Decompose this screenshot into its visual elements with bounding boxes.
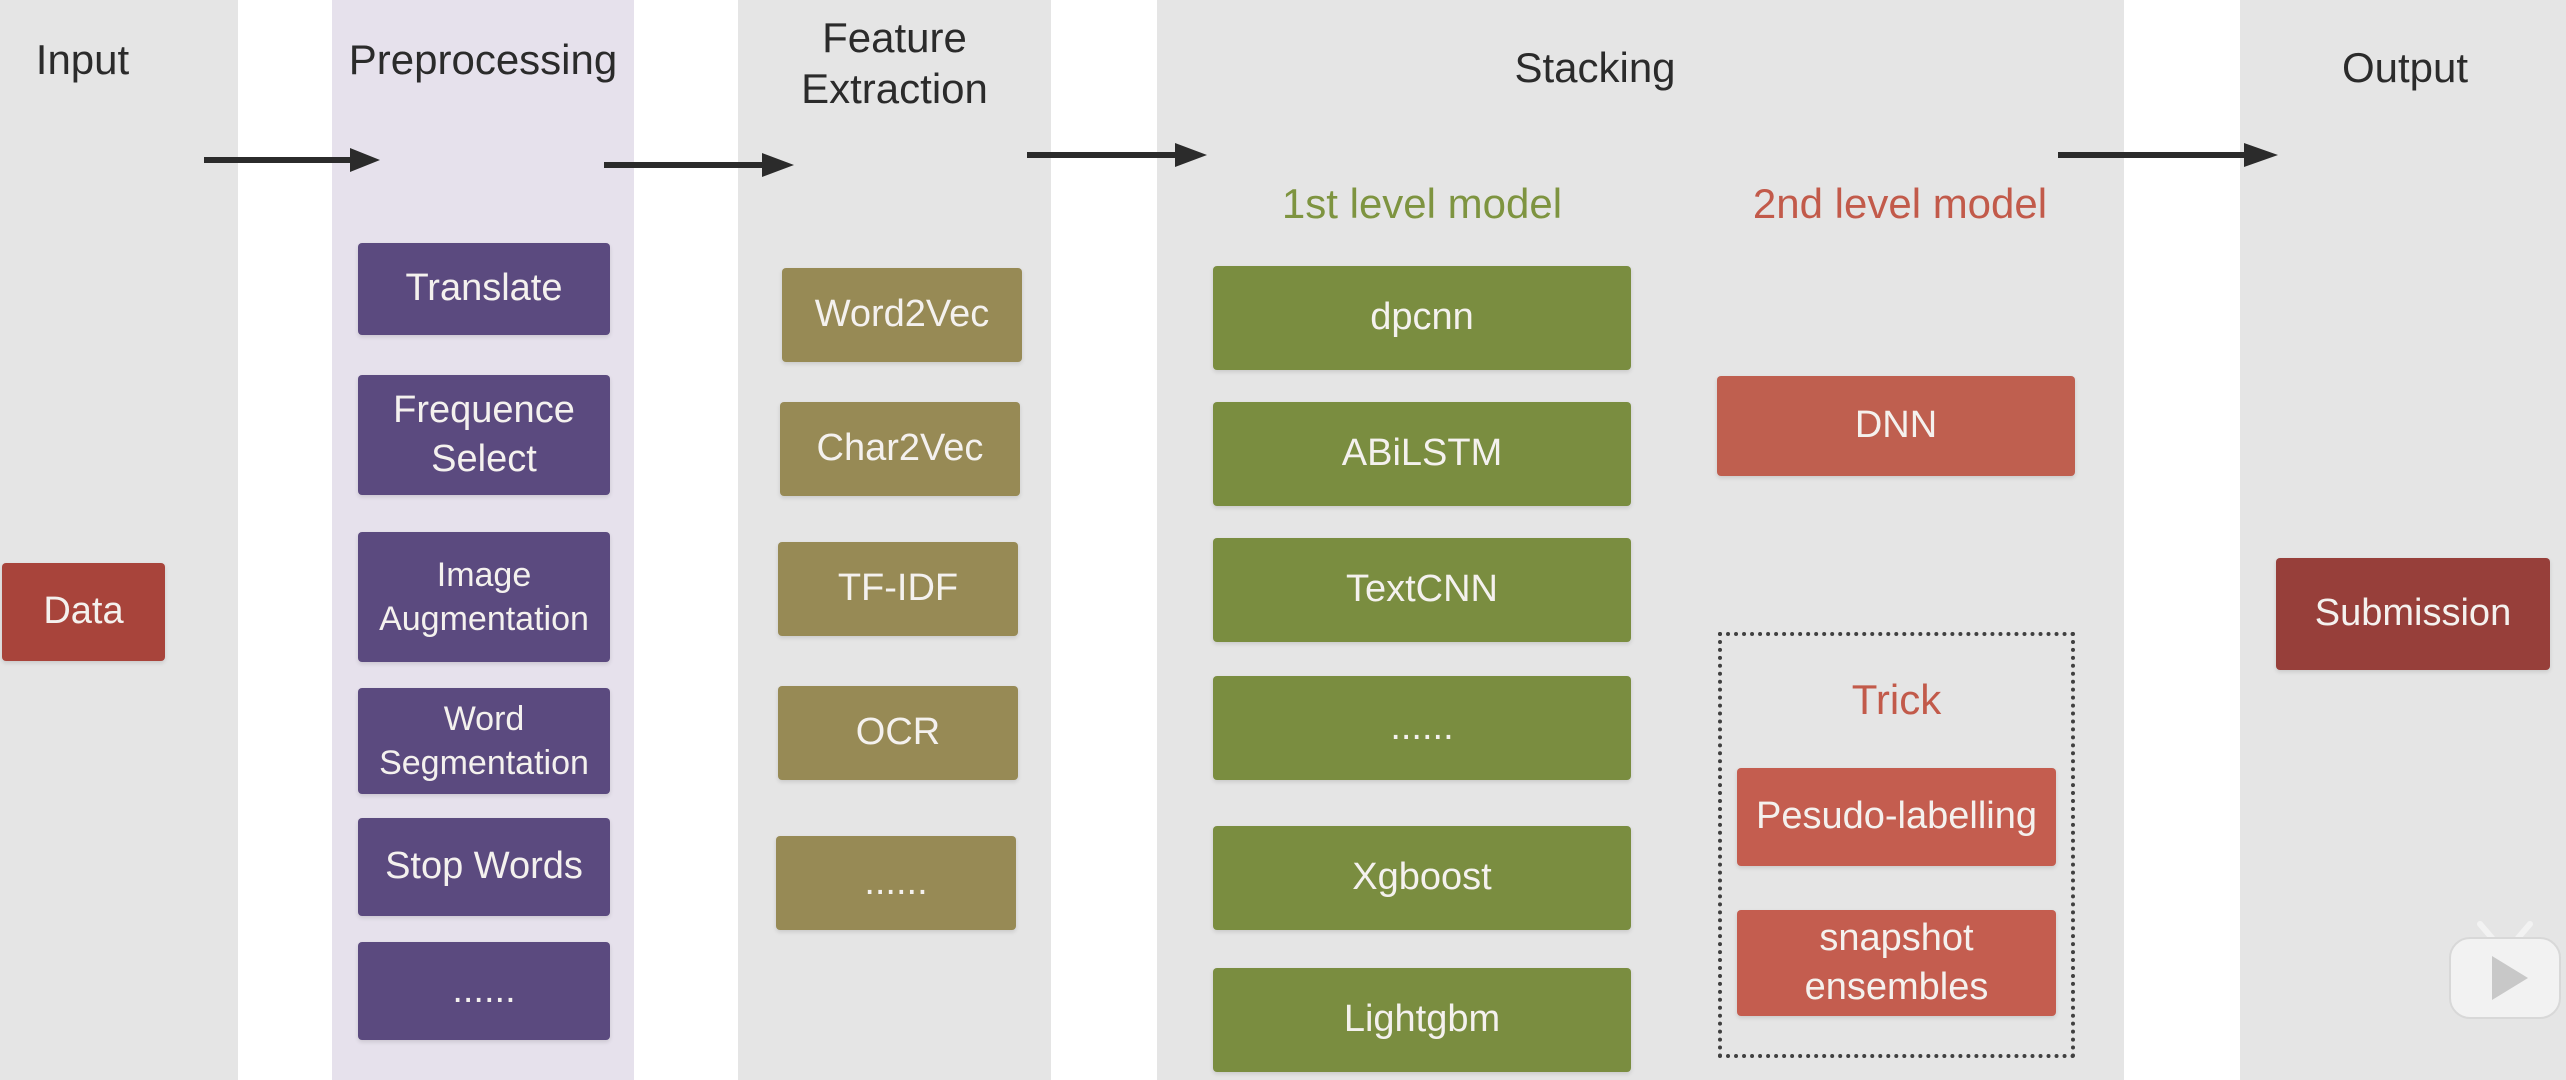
level1-title: 1st level model — [1281, 180, 1563, 227]
level1-item-textcnn: TextCNN — [1213, 538, 1631, 642]
trick-title: Trick — [1851, 676, 1942, 723]
submission-box: Submission — [2276, 558, 2550, 670]
feature-item-char2vec: Char2Vec — [780, 402, 1020, 496]
level1-item-xgboost: Xgboost — [1213, 826, 1631, 930]
stage-title-feature-extraction: Feature Extraction — [801, 14, 988, 113]
preprocessing-item-more: ...... — [358, 942, 610, 1040]
feature-item-more: ...... — [776, 836, 1016, 930]
stage-title-preprocessing: Preprocessing — [348, 36, 618, 83]
play-button[interactable] — [2446, 918, 2564, 1022]
preprocessing-item-word-segmentation: Word Segmentation — [358, 688, 610, 794]
input-column — [0, 0, 238, 1080]
arrow-preprocessing-to-feature — [604, 153, 794, 177]
feature-item-word2vec: Word2Vec — [782, 268, 1022, 362]
preprocessing-item-stop-words: Stop Words — [358, 818, 610, 916]
preprocessing-item-translate: Translate — [358, 243, 610, 335]
data-box: Data — [2, 563, 165, 661]
preprocessing-item-image-augmentation: Image Augmentation — [358, 532, 610, 662]
level1-item-more: ...... — [1213, 676, 1631, 780]
arrow-feature-to-stacking — [1027, 143, 1207, 167]
play-icon — [2449, 921, 2561, 1019]
stage-title-stacking: Stacking — [1514, 44, 1676, 91]
level1-item-abilstm: ABiLSTM — [1213, 402, 1631, 506]
preprocessing-item-frequence-select: Frequence Select — [358, 375, 610, 495]
stage-title-output: Output — [2341, 44, 2469, 91]
level1-item-lightgbm: Lightgbm — [1213, 968, 1631, 1072]
feature-item-ocr: OCR — [778, 686, 1018, 780]
stage-title-input: Input — [35, 36, 130, 83]
trick-item-pesudo-labelling: Pesudo-labelling — [1737, 768, 2056, 866]
trick-frame — [1718, 632, 2075, 1058]
trick-item-snapshot-ensembles: snapshot ensembles — [1737, 910, 2056, 1016]
feature-item-tf-idf: TF-IDF — [778, 542, 1018, 636]
level2-item-dnn: DNN — [1717, 376, 2075, 476]
level1-item-dpcnn: dpcnn — [1213, 266, 1631, 370]
output-column — [2240, 0, 2566, 1080]
level2-title: 2nd level model — [1752, 180, 2048, 227]
arrow-input-to-preprocessing — [204, 148, 380, 172]
arrow-stacking-to-output — [2058, 143, 2278, 167]
